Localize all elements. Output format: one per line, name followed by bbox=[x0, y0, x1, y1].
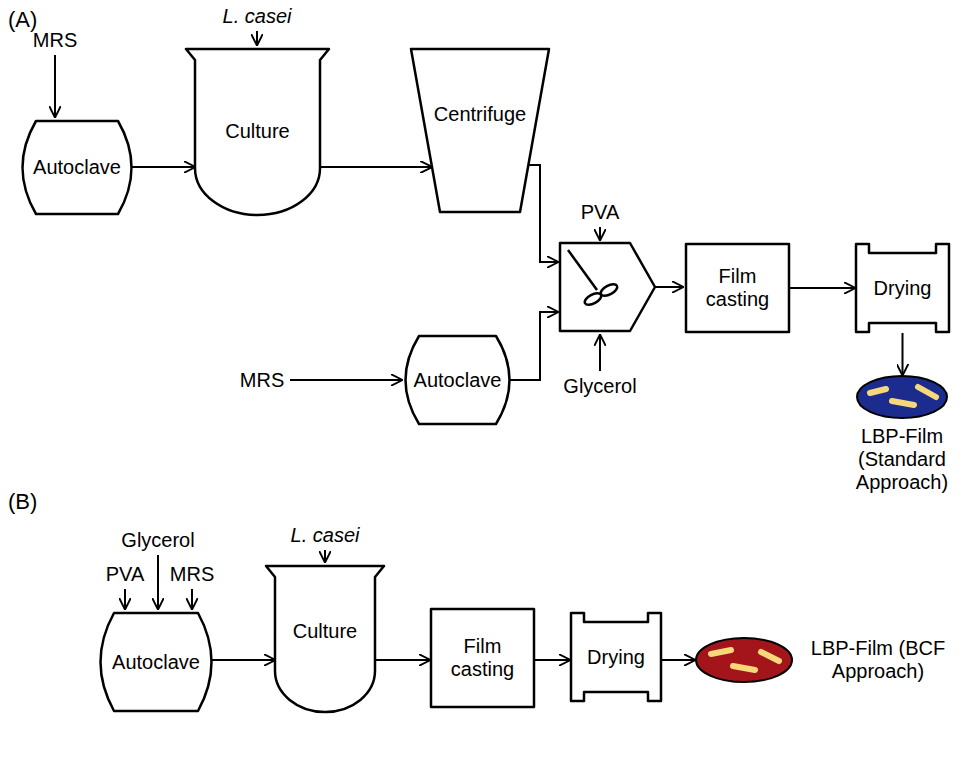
film-product: LBP-Film (BCF Approach) bbox=[695, 637, 953, 683]
label-slot: Glycerol bbox=[121, 529, 194, 552]
input-arrow bbox=[599, 227, 601, 240]
node-text: Autoclave bbox=[33, 156, 121, 179]
mixer-vessel bbox=[560, 243, 655, 331]
film-product: LBP-Film (Standard Approach) bbox=[852, 375, 952, 494]
process-box: Film casting bbox=[685, 243, 790, 333]
shape-outline bbox=[266, 566, 384, 712]
input-arrow bbox=[599, 335, 601, 371]
bacterium-rod bbox=[870, 389, 886, 393]
node-text: Film casting bbox=[698, 265, 778, 311]
input-arrow bbox=[324, 550, 326, 562]
flow-connector bbox=[320, 166, 432, 168]
flow-arrow bbox=[655, 286, 683, 288]
film-ellipse bbox=[695, 637, 793, 683]
dryer-box: Drying bbox=[570, 612, 662, 702]
input-arrow bbox=[157, 555, 159, 609]
input-label: PVA bbox=[581, 201, 620, 224]
node-text: Autoclave bbox=[112, 651, 200, 674]
node-text: Culture bbox=[225, 120, 289, 143]
autoclave-vessel: Autoclave bbox=[405, 335, 510, 425]
input-label: MRS bbox=[240, 369, 284, 392]
flow-arrow bbox=[529, 165, 558, 262]
shape-outline bbox=[856, 244, 949, 332]
centrifuge-vessel-outline bbox=[410, 48, 550, 213]
culture-vessel: Culture bbox=[185, 48, 330, 215]
bacterium-rod bbox=[733, 666, 755, 670]
autoclave-vessel: Autoclave bbox=[22, 120, 132, 215]
shape-outline bbox=[411, 49, 549, 212]
mixer-blade bbox=[599, 282, 619, 298]
node-text: Drying bbox=[587, 646, 645, 669]
input-label: MRS bbox=[33, 29, 77, 52]
input-arrow bbox=[290, 379, 402, 381]
flow-connector bbox=[902, 333, 904, 375]
autoclave-vessel: Autoclave bbox=[100, 612, 212, 712]
label-slot: (B) bbox=[8, 489, 37, 514]
node-text: Autoclave bbox=[414, 369, 502, 392]
culture-vessel: Culture bbox=[265, 565, 385, 712]
label-slot: MRS bbox=[170, 563, 214, 586]
input-label: L. casei bbox=[291, 524, 360, 547]
flow-connector bbox=[790, 287, 855, 289]
node-text: Culture bbox=[293, 620, 357, 643]
flow-connector bbox=[535, 659, 570, 661]
input-label: PVA bbox=[106, 563, 145, 586]
flow-connector bbox=[375, 659, 430, 661]
bacterium-rod bbox=[892, 401, 914, 405]
shape-outline bbox=[571, 613, 661, 701]
label-slot: MRS bbox=[33, 29, 77, 52]
shape-outline bbox=[406, 336, 510, 424]
input-label: MRS bbox=[170, 563, 214, 586]
input-arrow bbox=[191, 589, 193, 609]
node-text: LBP-Film (BCF Approach) bbox=[803, 637, 953, 683]
label-slot: L. casei bbox=[291, 524, 360, 547]
node-text: Drying bbox=[874, 277, 932, 300]
shape-outline bbox=[686, 244, 789, 332]
input-arrow bbox=[54, 55, 56, 117]
label-slot: L. casei bbox=[223, 5, 292, 28]
film-disc bbox=[696, 638, 792, 682]
label-slot: PVA bbox=[106, 563, 145, 586]
dryer-box: Drying bbox=[855, 243, 950, 333]
film-disc bbox=[857, 376, 947, 418]
process-box: Film casting bbox=[430, 608, 535, 708]
node-text: Film casting bbox=[443, 635, 523, 681]
input-arrow bbox=[124, 589, 126, 609]
node-text: LBP-Film (Standard Approach) bbox=[852, 425, 952, 494]
node-text: Centrifuge bbox=[434, 103, 526, 126]
label-slot: PVA bbox=[581, 201, 620, 224]
flow-connector bbox=[132, 166, 195, 168]
shape-outline bbox=[101, 613, 212, 711]
shape-outline bbox=[23, 121, 132, 214]
bacterium-rod bbox=[711, 650, 731, 654]
mixer-shaft bbox=[568, 250, 597, 290]
input-label: L. casei bbox=[223, 5, 292, 28]
bacterium-rod bbox=[918, 387, 936, 397]
label-slot: Glycerol bbox=[563, 375, 636, 398]
bacterium-rod bbox=[761, 652, 779, 661]
input-arrow bbox=[256, 31, 258, 45]
shape-outline bbox=[186, 49, 329, 215]
panel-label: (B) bbox=[8, 489, 37, 514]
centrifuge-vessel: Centrifuge bbox=[410, 48, 550, 213]
flow-connector bbox=[662, 659, 695, 661]
label-slot: MRS bbox=[240, 369, 284, 392]
shape-outline bbox=[431, 609, 534, 707]
input-label: Glycerol bbox=[563, 375, 636, 398]
film-ellipse bbox=[856, 375, 948, 419]
flow-connector bbox=[212, 659, 275, 661]
flow-arrow bbox=[510, 312, 558, 380]
input-label: Glycerol bbox=[121, 529, 194, 552]
